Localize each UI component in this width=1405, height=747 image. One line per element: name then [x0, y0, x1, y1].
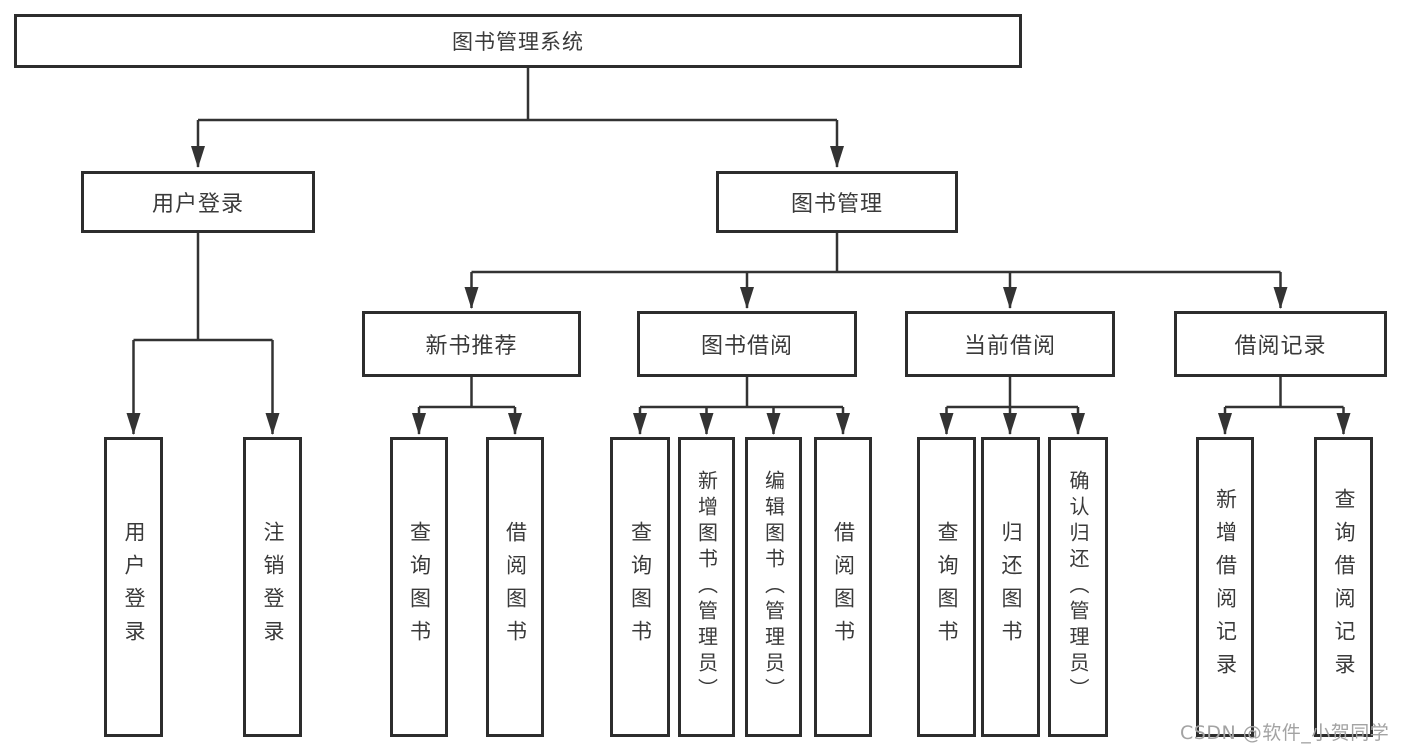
- node-book-borrowing: 图书借阅: [637, 311, 857, 377]
- node-book-borrowing-label: 图书借阅: [700, 334, 793, 359]
- node-leaf-borrow-book-2-label: 借阅图书: [831, 521, 856, 653]
- node-leaf-query-book-3: 查询图书: [917, 437, 976, 737]
- node-leaf-add-borrow-record: 新增借阅记录: [1196, 437, 1254, 737]
- node-leaf-edit-book-admin: 编辑图书（管理员）: [745, 437, 802, 737]
- node-book-management: 图书管理: [716, 171, 958, 233]
- node-current-borrowing-label: 当前借阅: [963, 334, 1056, 359]
- node-book-management-label: 图书管理: [790, 192, 883, 217]
- node-library-system: 图书管理系统: [14, 14, 1022, 68]
- node-leaf-query-book-1-label: 查询图书: [407, 521, 432, 653]
- node-leaf-edit-book-admin-label: 编辑图书（管理员）: [761, 470, 786, 704]
- node-leaf-user-login-label: 用户登录: [122, 521, 146, 653]
- node-leaf-confirm-return-admin: 确认归还（管理员）: [1048, 437, 1108, 737]
- node-leaf-query-book-2-label: 查询图书: [628, 521, 653, 653]
- node-current-borrowing: 当前借阅: [905, 311, 1115, 377]
- node-leaf-query-book-1: 查询图书: [390, 437, 448, 737]
- node-leaf-confirm-return-admin-label: 确认归还（管理员）: [1066, 470, 1090, 704]
- node-leaf-query-borrow-record: 查询借阅记录: [1314, 437, 1373, 737]
- node-leaf-add-book-admin: 新增图书（管理员）: [678, 437, 735, 737]
- node-leaf-borrow-book-1: 借阅图书: [486, 437, 544, 737]
- node-leaf-logout-label: 注销登录: [261, 521, 285, 653]
- node-leaf-borrow-book-1-label: 借阅图书: [503, 521, 528, 653]
- node-leaf-add-borrow-record-label: 新增借阅记录: [1213, 488, 1238, 686]
- node-library-system-label: 图书管理系统: [452, 30, 584, 54]
- node-leaf-logout: 注销登录: [243, 437, 302, 737]
- csdn-watermark: CSDN @软件_小贺同学: [1180, 722, 1390, 744]
- node-leaf-return-book-label: 归还图书: [999, 521, 1023, 653]
- node-leaf-query-borrow-record-label: 查询借阅记录: [1332, 488, 1356, 686]
- node-leaf-query-book-3-label: 查询图书: [935, 521, 959, 653]
- node-user-login: 用户登录: [81, 171, 315, 233]
- node-borrowing-records: 借阅记录: [1174, 311, 1387, 377]
- node-new-book-recommendation: 新书推荐: [362, 311, 581, 377]
- node-borrowing-records-label: 借阅记录: [1234, 334, 1327, 359]
- node-leaf-user-login: 用户登录: [104, 437, 163, 737]
- node-leaf-add-book-admin-label: 新增图书（管理员）: [694, 470, 719, 704]
- node-new-book-recommendation-label: 新书推荐: [425, 334, 518, 359]
- node-user-login-label: 用户登录: [151, 192, 244, 217]
- node-leaf-borrow-book-2: 借阅图书: [814, 437, 872, 737]
- node-leaf-return-book: 归还图书: [981, 437, 1040, 737]
- node-leaf-query-book-2: 查询图书: [610, 437, 670, 737]
